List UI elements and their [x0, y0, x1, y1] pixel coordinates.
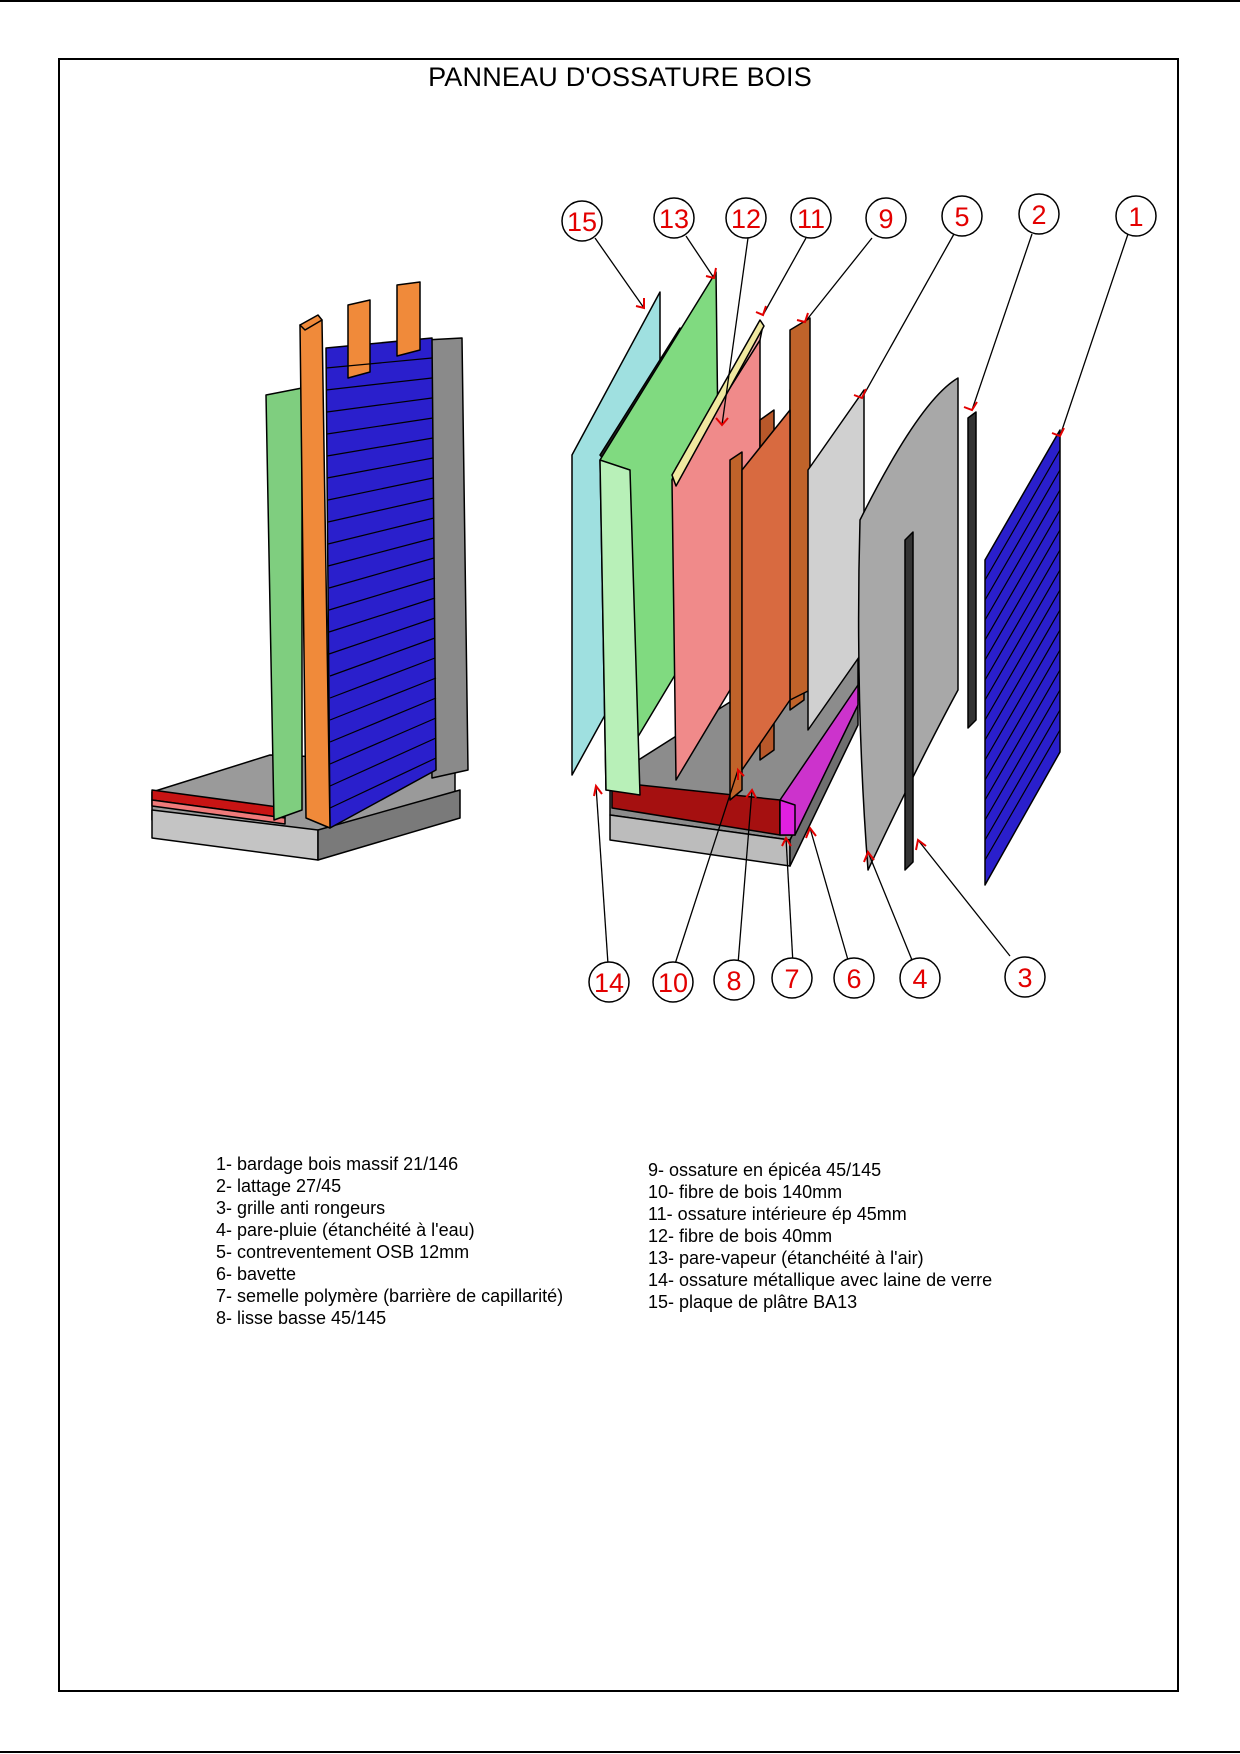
legend-item: 1- bardage bois massif 21/146	[216, 1154, 459, 1174]
legend-item: 4- pare-pluie (étanchéité à l'eau)	[216, 1220, 475, 1240]
legend-item: 13- pare-vapeur (étanchéité à l'air)	[648, 1248, 924, 1268]
callout-8: 8	[713, 959, 755, 1001]
exploded-fibre-140	[741, 409, 791, 771]
legend-item: 9- ossature en épicéa 45/145	[648, 1160, 882, 1180]
svg-text:10: 10	[658, 968, 688, 998]
exploded-frame-stud-1	[729, 451, 743, 801]
exploded-cladding	[984, 429, 1061, 886]
legend-item: 3- grille anti rongeurs	[216, 1198, 386, 1218]
assembled-batten-3	[396, 281, 421, 357]
callout-12: 12	[725, 197, 767, 239]
callout-14: 14	[588, 961, 630, 1003]
svg-text:8: 8	[726, 966, 741, 996]
legend-item: 10- fibre de bois 140mm	[648, 1182, 843, 1202]
exploded-batten-b	[904, 531, 914, 871]
svg-text:1: 1	[1128, 202, 1143, 232]
svg-text:6: 6	[846, 964, 861, 994]
assembled-base-side	[317, 789, 461, 861]
legend-right-column: 9- ossature en épicéa 45/145 10- fibre d…	[648, 1159, 992, 1313]
callout-3: 3	[1004, 956, 1046, 998]
exploded-bib-face	[779, 799, 796, 836]
exploded-panel	[571, 271, 1061, 886]
legend-item: 2- lattage 27/45	[216, 1176, 342, 1196]
legend-item: 7- semelle polymère (barrière de capilla…	[216, 1286, 564, 1306]
exploded-frame-top	[789, 317, 811, 701]
callout-11: 11	[790, 197, 832, 239]
page-title: PANNEAU D'OSSATURE BOIS	[428, 62, 812, 92]
svg-text:7: 7	[784, 964, 799, 994]
svg-text:11: 11	[797, 204, 825, 234]
leader-arrowheads	[593, 267, 1065, 863]
assembled-sill-pink	[151, 799, 286, 825]
svg-text:5: 5	[954, 202, 969, 232]
legend-item: 6- bavette	[216, 1264, 297, 1284]
top-border-line	[0, 0, 1240, 2]
exploded-inner-batten	[671, 319, 765, 487]
svg-text:2: 2	[1031, 200, 1046, 230]
svg-text:4: 4	[912, 964, 927, 994]
bottom-border-line	[0, 1751, 1240, 1753]
callout-15: 15	[561, 200, 603, 242]
legend-item: 15- plaque de plâtre BA13	[648, 1292, 858, 1312]
assembled-batten-top-1	[299, 314, 323, 331]
assembled-cladding-boards	[325, 357, 437, 809]
callout-1: 1	[1115, 195, 1157, 237]
legend-item: 14- ossature métallique avec laine de ve…	[648, 1270, 993, 1290]
callout-9: 9	[865, 197, 907, 239]
svg-text:14: 14	[594, 968, 624, 998]
exploded-cladding-boards	[984, 449, 1061, 861]
svg-text:9: 9	[878, 204, 893, 234]
callout-2: 2	[1018, 193, 1060, 235]
exploded-vapour-curl	[599, 459, 641, 796]
callout-4: 4	[899, 957, 941, 999]
svg-text:12: 12	[731, 204, 761, 234]
leader-lines	[594, 233, 1129, 965]
legend-item: 12- fibre de bois 40mm	[648, 1226, 833, 1246]
drawing-frame	[58, 58, 1179, 1692]
legend-left-column: 1- bardage bois massif 21/146 2- lattage…	[216, 1153, 563, 1329]
assembled-batten-1	[299, 319, 331, 829]
exploded-batten-a	[967, 411, 977, 729]
legend-item: 5- contreventement OSB 12mm	[216, 1242, 470, 1262]
svg-text:15: 15	[567, 207, 597, 237]
callout-7: 7	[771, 957, 813, 999]
callout-13: 13	[653, 197, 695, 239]
svg-text:3: 3	[1017, 963, 1032, 993]
legend-item: 8- lisse basse 45/145	[216, 1308, 387, 1328]
callout-6: 6	[833, 957, 875, 999]
assembled-panel	[151, 281, 469, 861]
legend-item: 11- ossature intérieure ép 45mm	[648, 1204, 907, 1224]
svg-text:13: 13	[659, 204, 689, 234]
assembled-vapour-layer	[265, 387, 303, 821]
callout-10: 10	[652, 961, 694, 1003]
assembled-batten-2	[347, 299, 371, 379]
callout-5: 5	[941, 195, 983, 237]
callout-markers: 15 13 12 11 9 5 2 1 14 10 8 7 6 4 3	[561, 193, 1157, 1003]
